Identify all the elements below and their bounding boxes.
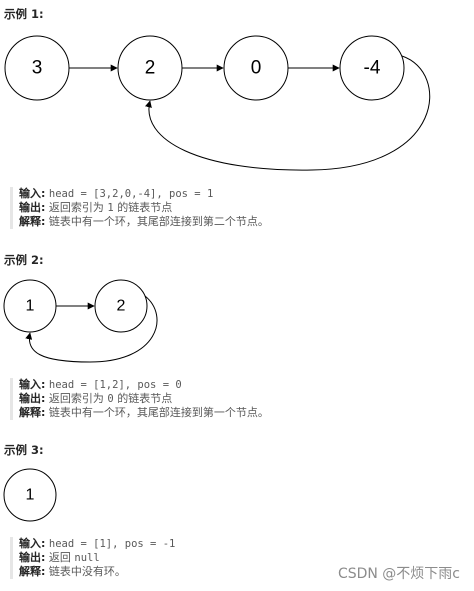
explain-text: 链表中有一个环，其尾部连接到第一个节点。: [48, 406, 269, 419]
example-1-node-0: 0: [223, 35, 289, 101]
svg-text:1: 1: [26, 487, 35, 504]
output-suffix: 的链表节点: [117, 392, 173, 405]
output-text: 返回: [48, 551, 71, 564]
example-2-title: 示例 2:: [4, 253, 44, 267]
output-label: 输出:: [19, 201, 46, 214]
explain-label: 解释:: [19, 565, 46, 578]
output-value: 1: [107, 202, 114, 214]
input-label: 输入:: [19, 378, 46, 391]
example-2-node-2: 2: [94, 279, 148, 333]
svg-text:2: 2: [117, 298, 126, 315]
example-1-node-minus4: -4: [339, 35, 405, 101]
explain-label: 解释:: [19, 215, 46, 228]
example-3-title: 示例 3:: [4, 443, 44, 457]
input-value: head = [1,2], pos = 0: [48, 379, 182, 391]
example-2-node-1: 1: [3, 279, 57, 333]
svg-text:2: 2: [145, 58, 156, 79]
example-1-details: 输入: head = [3,2,0,-4], pos = 1 输出: 返回索引为…: [10, 187, 459, 229]
svg-text:3: 3: [32, 58, 43, 79]
output-text: 返回索引为: [48, 201, 104, 214]
csdn-watermark: CSDN @不烦下雨c: [337, 566, 460, 582]
svg-text:0: 0: [251, 58, 262, 79]
input-label: 输入:: [19, 187, 46, 200]
svg-text:-4: -4: [364, 58, 381, 79]
example-1-node-3: 3: [4, 35, 70, 101]
svg-text:1: 1: [26, 298, 35, 315]
output-label: 输出:: [19, 392, 46, 405]
example-1-cycle-arrow: [145, 55, 431, 171]
input-label: 输入:: [19, 537, 46, 550]
output-value: 0: [107, 393, 114, 405]
explain-text: 链表中有一个环，其尾部连接到第二个节点。: [48, 215, 269, 228]
example-2-details: 输入: head = [1,2], pos = 0 输出: 返回索引为 0 的链…: [10, 378, 459, 420]
output-suffix: 的链表节点: [117, 201, 173, 214]
output-value: null: [74, 552, 100, 564]
output-label: 输出:: [19, 551, 46, 564]
example-3-node-1: 1: [3, 468, 57, 522]
example-1-title: 示例 1:: [4, 7, 44, 21]
input-value: head = [1], pos = -1: [48, 538, 176, 550]
explain-text: 链表中没有环。: [48, 565, 126, 578]
explain-label: 解释:: [19, 406, 46, 419]
input-value: head = [3,2,0,-4], pos = 1: [48, 188, 214, 200]
example-3-details: 输入: head = [1], pos = -1 输出: 返回 null 解释:…: [10, 537, 459, 579]
example-2-cycle-arrow: [25, 295, 158, 363]
example-1-node-2: 2: [117, 35, 183, 101]
output-text: 返回索引为: [48, 392, 104, 405]
